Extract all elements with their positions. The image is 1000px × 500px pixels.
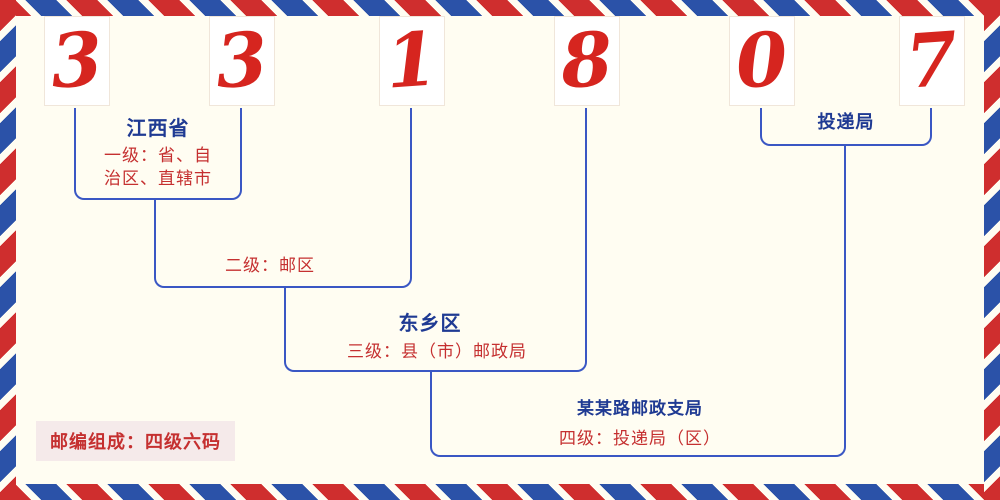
level4-desc: 四级：投递局（区）	[559, 429, 721, 449]
postal-digit-3: 1	[383, 16, 441, 106]
level2-desc: 二级：邮区	[225, 256, 315, 276]
postal-digit-box-1: 3	[44, 16, 110, 106]
footer-note: 邮编组成：四级六码	[36, 421, 235, 461]
level3-desc: 三级：县（市）邮政局	[347, 342, 527, 362]
level3-line-right	[434, 108, 587, 372]
airmail-border-top	[0, 0, 1000, 16]
postal-digit-box-6: 7	[899, 16, 965, 106]
level1-desc-line2: 治区、直辖市	[104, 169, 212, 189]
level4-line-right	[630, 146, 846, 457]
level3-line-left	[284, 288, 434, 372]
postal-digit-box-3: 1	[379, 16, 445, 106]
postal-digit-5: 0	[733, 16, 791, 106]
level1-desc-line1: 一级：省、自	[104, 146, 212, 166]
postal-digit-6: 7	[903, 16, 961, 106]
postal-digit-2: 3	[213, 16, 271, 106]
postal-digit-box-4: 8	[554, 16, 620, 106]
postal-digit-4: 8	[558, 16, 616, 106]
province-label: 江西省	[126, 116, 190, 140]
postal-digit-box-2: 3	[209, 16, 275, 106]
level2-line-left	[154, 199, 285, 288]
district-label: 东乡区	[398, 311, 462, 335]
airmail-border-right	[984, 0, 1000, 500]
level2-line-right	[285, 108, 412, 288]
level4-line-left	[430, 372, 630, 457]
branch-label: 某某路邮政支局	[577, 399, 703, 419]
postal-digit-box-5: 0	[729, 16, 795, 106]
delivery-office-label: 投递局	[817, 112, 875, 133]
delivery-office-bracket	[760, 108, 932, 146]
postal-digit-1: 3	[48, 16, 106, 106]
airmail-border-left	[0, 0, 16, 500]
airmail-border-bottom	[0, 484, 1000, 500]
